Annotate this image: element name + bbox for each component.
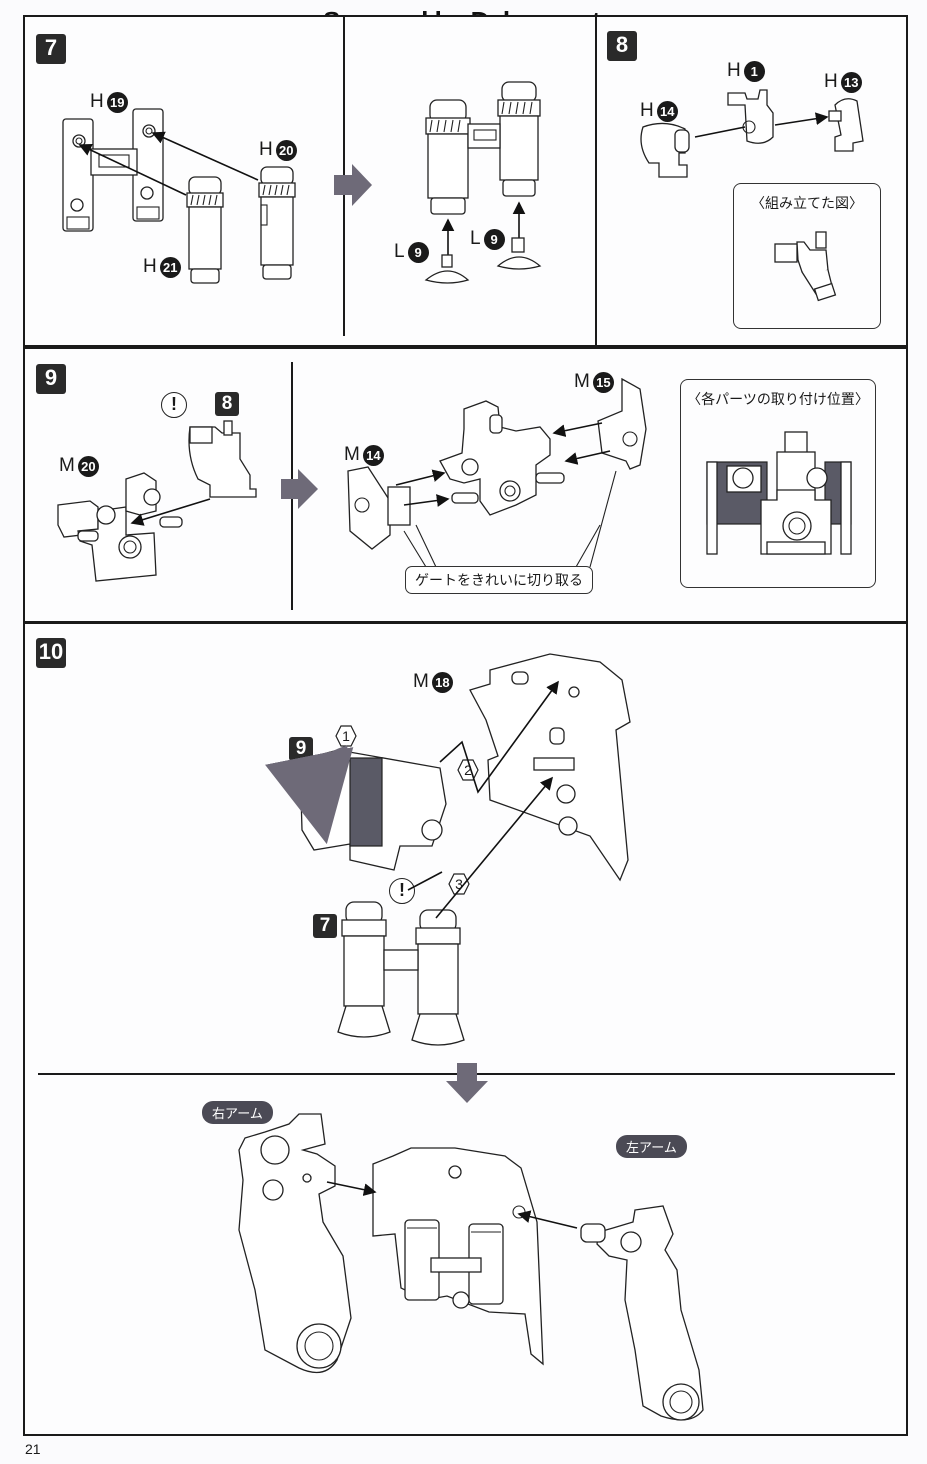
part-label-h14: H 14 <box>640 100 678 122</box>
part-label-h20: H 20 <box>259 139 297 161</box>
part-label-m15: M 15 <box>574 371 614 393</box>
part-label-h13: H 13 <box>824 71 862 93</box>
part-prefix: M <box>413 671 429 692</box>
attachment-position-callout: 〈各パーツの取り付け位置〉 <box>680 379 876 588</box>
subassembly-ref-8: 8 <box>215 392 239 416</box>
step-7-badge: 7 <box>36 34 66 64</box>
next-arrow-icon <box>281 469 318 509</box>
callout-title: 〈組み立てた図〉 <box>751 196 863 212</box>
left-arm-label: 左アーム <box>616 1135 687 1158</box>
part-prefix: L <box>470 228 481 249</box>
step-8-parts-illustration <box>640 89 864 178</box>
step-9-parts-illustration <box>57 420 257 582</box>
part-label-m20: M 20 <box>59 455 99 477</box>
assembled-view-callout: 〈組み立てた図〉 <box>733 183 881 329</box>
part-prefix: M <box>59 455 75 476</box>
gate-cleanup-note: ゲートをきれいに切り取る <box>405 566 593 594</box>
part-prefix: H <box>640 100 654 121</box>
part-number-badge: 15 <box>592 371 614 393</box>
step-9-badge: 9 <box>36 364 66 394</box>
part-number-badge: 20 <box>275 139 297 161</box>
down-arrow-icon <box>446 1063 488 1103</box>
order-mark-1: 1 <box>335 725 357 747</box>
step-7-arrows <box>78 131 259 196</box>
part-label-l9-right: L 9 <box>470 228 505 250</box>
attachment-position-illustration <box>706 431 852 555</box>
subassembly-ref-7: 7 <box>313 914 337 938</box>
part-label-h1: H 1 <box>727 60 765 82</box>
part-label-m14: M 14 <box>344 444 384 466</box>
part-prefix: H <box>259 139 273 160</box>
part-number-badge: 14 <box>362 444 384 466</box>
part-number-badge: 19 <box>106 91 128 113</box>
order-number: 2 <box>464 762 472 778</box>
part-prefix: M <box>574 371 590 392</box>
step-9-exploded-illustration <box>347 377 647 568</box>
step-10-exploded-illustration <box>265 653 631 1046</box>
part-number-badge: 21 <box>159 256 181 278</box>
step-7-assembled-illustration <box>424 81 542 284</box>
part-number-badge: 18 <box>431 671 453 693</box>
order-number: 3 <box>455 876 463 892</box>
warning-icon: ! <box>389 878 415 904</box>
part-prefix: H <box>824 71 838 92</box>
warning-icon: ! <box>161 392 187 418</box>
callout-title: 〈各パーツの取り付け位置〉 <box>687 392 869 408</box>
order-mark-3: 3 <box>448 873 470 895</box>
part-prefix: M <box>344 444 360 465</box>
part-number-badge: 20 <box>77 455 99 477</box>
next-arrow-icon <box>334 164 372 206</box>
part-label-h19: H 19 <box>90 91 128 113</box>
step-8-badge: 8 <box>607 31 637 61</box>
step-7-panel <box>23 15 597 347</box>
part-prefix: H <box>90 91 104 112</box>
part-number-badge: 13 <box>840 71 862 93</box>
order-number: 1 <box>342 728 350 744</box>
part-number-badge: 1 <box>743 60 765 82</box>
final-assembly-illustration <box>238 1113 704 1421</box>
part-prefix: L <box>394 241 405 262</box>
step-10-badge: 10 <box>36 638 66 668</box>
part-number-badge: 9 <box>483 228 505 250</box>
part-number-badge: 14 <box>656 100 678 122</box>
part-number-badge: 9 <box>407 241 429 263</box>
part-label-l9-left: L 9 <box>394 241 429 263</box>
part-prefix: H <box>727 60 741 81</box>
part-prefix: H <box>143 256 157 277</box>
right-arm-label: 右アーム <box>202 1101 273 1124</box>
step-7-cylinder-h20 <box>258 166 296 280</box>
step-7-cylinder-h21 <box>186 176 224 284</box>
page-number: 21 <box>25 1441 41 1457</box>
part-label-h21: H 21 <box>143 256 181 278</box>
part-label-m18: M 18 <box>413 671 453 693</box>
assembled-view-illustration <box>774 231 837 302</box>
